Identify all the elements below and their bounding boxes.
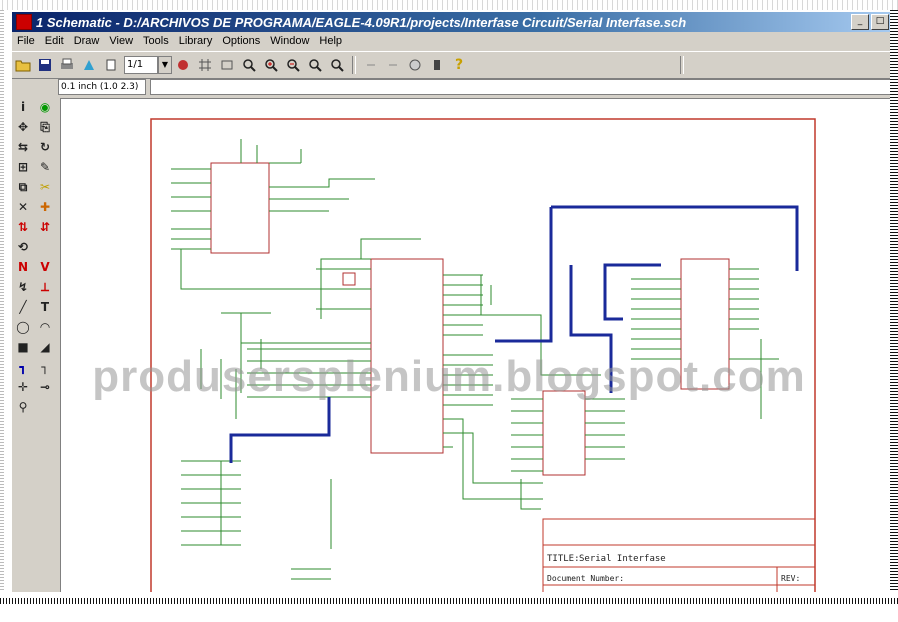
sheet-select[interactable]: 1/1 <box>124 56 158 74</box>
menu-edit[interactable]: Edit <box>44 35 64 47</box>
torn-edge-bottom <box>0 592 898 622</box>
minimize-button[interactable]: _ <box>851 14 869 30</box>
change-icon[interactable]: ✎ <box>39 160 51 174</box>
cut-icon[interactable]: ✂ <box>39 180 51 194</box>
split-icon[interactable]: ⟂ <box>40 279 49 294</box>
bus-icon[interactable]: ┓ <box>19 360 27 374</box>
go-icon[interactable] <box>427 55 447 75</box>
value-icon[interactable]: V <box>40 260 50 274</box>
print-icon[interactable] <box>57 55 77 75</box>
schematic-frame <box>150 118 816 594</box>
net-icon[interactable]: ┐ <box>41 360 49 374</box>
show-icon[interactable]: ◉ <box>39 100 51 114</box>
title-value: Serial Interfase <box>579 554 666 564</box>
torn-edge-top <box>0 0 898 10</box>
crystal <box>342 272 356 286</box>
watermark-text: produsersplenium.blogspot.com <box>92 352 806 401</box>
main-toolbar: 1/1 ▼ ? <box>12 51 892 79</box>
menu-bar: File Edit Draw View Tools Library Option… <box>12 32 892 50</box>
gateswap-icon[interactable]: ⇵ <box>39 220 51 234</box>
label-icon[interactable]: ⊸ <box>39 380 51 394</box>
title-block: TITLE: Serial Interfase Document Number:… <box>542 518 816 594</box>
menu-library[interactable]: Library <box>178 35 213 47</box>
document-number-label: Document Number: <box>547 574 624 583</box>
polygon-icon[interactable]: ◢ <box>40 340 50 354</box>
ic-u2 <box>370 258 444 454</box>
erc-icon[interactable]: ⚲ <box>18 400 28 414</box>
layers-icon[interactable] <box>217 55 237 75</box>
paste-icon[interactable]: ⧉ <box>18 179 28 194</box>
net-wires <box>171 139 779 580</box>
torn-edge-right <box>890 10 898 600</box>
smash-icon[interactable]: ↯ <box>17 280 29 294</box>
zoom-select-icon[interactable] <box>327 55 347 75</box>
menu-help[interactable]: Help <box>319 35 343 47</box>
help-icon[interactable]: ? <box>454 57 464 73</box>
ic-u1 <box>210 162 270 254</box>
mirror-icon[interactable]: ⇆ <box>17 140 29 154</box>
script-icon[interactable] <box>101 55 121 75</box>
schematic-drawing: TITLE: Serial Interfase Document Number:… <box>150 118 816 594</box>
save-icon[interactable] <box>35 55 55 75</box>
cam-processor-icon[interactable] <box>79 55 99 75</box>
toolbar-separator-2 <box>680 56 684 74</box>
open-icon[interactable] <box>13 55 33 75</box>
menu-options[interactable]: Options <box>222 35 261 47</box>
coordinate-display: 0.1 inch (1.0 2.3) <box>58 79 146 95</box>
zoom-out-icon[interactable] <box>283 55 303 75</box>
menu-draw[interactable]: Draw <box>73 35 100 47</box>
delete-icon[interactable]: ✕ <box>17 200 29 214</box>
rect-icon[interactable]: ■ <box>17 340 29 354</box>
redo-icon[interactable] <box>383 55 403 75</box>
title-bar: 1 Schematic - D:/ARCHIVOS DE PROGRAMA/EA… <box>12 12 892 32</box>
window-title: 1 Schematic - D:/ARCHIVOS DE PROGRAMA/EA… <box>36 14 687 30</box>
title-label: TITLE: <box>547 554 580 564</box>
text-icon[interactable]: T <box>40 300 50 314</box>
left-toolbox: i ◉ ✥ ⎘ ⇆ ↻ ⊞ ✎ ⧉ ✂ ✕ ✚ ⇅ ⇵ ⟲ N V ↯ ⟂ ╱ … <box>12 78 58 594</box>
schematic-canvas[interactable]: TITLE: Serial Interfase Document Number:… <box>60 98 892 594</box>
stop-icon[interactable] <box>405 55 425 75</box>
info-icon[interactable]: i <box>20 100 26 114</box>
maximize-button[interactable]: □ <box>871 14 889 30</box>
circle-icon[interactable]: ◯ <box>16 320 30 334</box>
eagle-app-icon <box>16 14 32 30</box>
revision-label: REV: <box>781 574 800 583</box>
eagle-window: 1 Schematic - D:/ARCHIVOS DE PROGRAMA/EA… <box>12 12 892 594</box>
grid-icon[interactable] <box>195 55 215 75</box>
undo-icon[interactable] <box>361 55 381 75</box>
bus-lines <box>229 205 799 463</box>
copy-icon[interactable]: ⎘ <box>40 119 50 134</box>
coordinate-bar: 0.1 inch (1.0 2.3) <box>58 78 892 96</box>
torn-edge-left <box>0 10 4 600</box>
menu-window[interactable]: Window <box>270 35 310 47</box>
toolbar-separator <box>352 56 356 74</box>
junction-icon[interactable]: ✛ <box>17 380 29 394</box>
ic-u3 <box>680 258 730 390</box>
rotate-icon[interactable]: ↻ <box>39 140 51 154</box>
add-icon[interactable]: ✚ <box>39 200 51 214</box>
move-icon[interactable]: ✥ <box>17 120 29 134</box>
group-icon[interactable]: ⊞ <box>17 160 29 174</box>
menu-tools[interactable]: Tools <box>143 35 169 47</box>
zoom-fit-icon[interactable] <box>239 55 259 75</box>
command-line-input[interactable] <box>150 79 892 95</box>
board-icon[interactable] <box>173 55 193 75</box>
menu-file[interactable]: File <box>17 35 35 47</box>
chevron-down-icon[interactable]: ▼ <box>158 56 172 74</box>
zoom-in-icon[interactable] <box>261 55 281 75</box>
replace-icon[interactable]: ⟲ <box>17 240 29 254</box>
ic-u4 <box>542 390 586 476</box>
pinswap-icon[interactable]: ⇅ <box>17 220 29 234</box>
arc-icon[interactable]: ◠ <box>40 320 50 334</box>
wire-icon[interactable]: ╱ <box>19 300 27 314</box>
name-icon[interactable]: N <box>17 260 29 274</box>
menu-view[interactable]: View <box>109 35 134 47</box>
redraw-icon[interactable] <box>305 55 325 75</box>
